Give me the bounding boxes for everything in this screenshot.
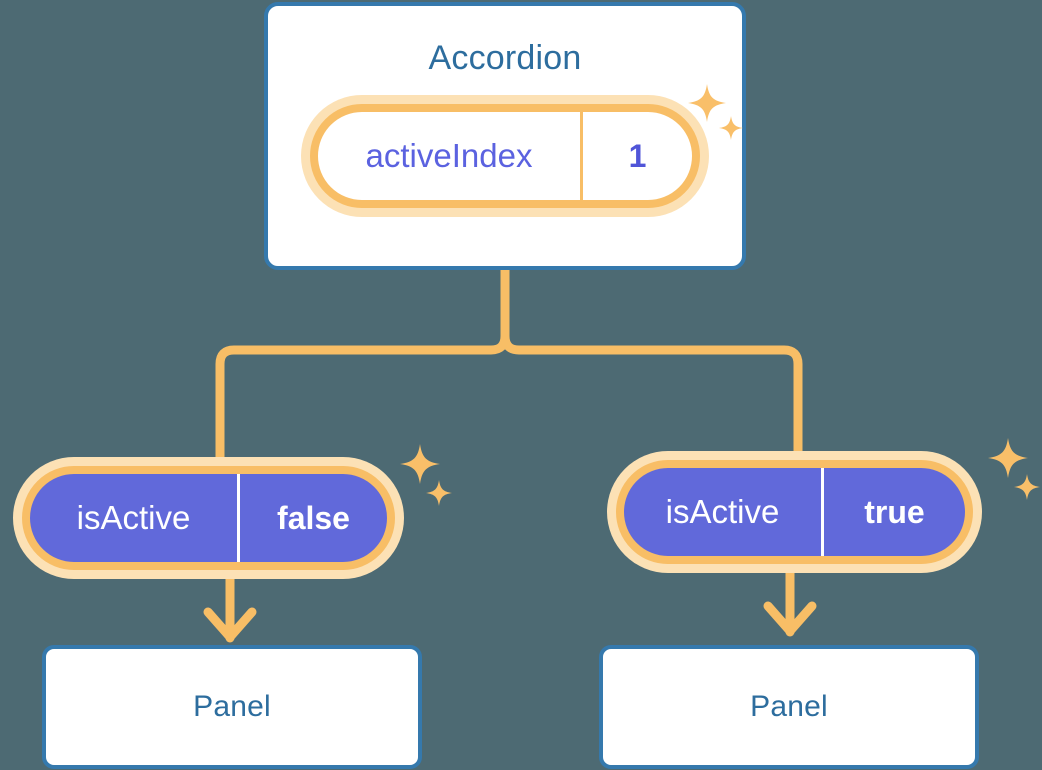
state-pill-value: true [864, 493, 925, 530]
page-title: Accordion [428, 39, 582, 77]
state-pill-key: activeIndex [318, 112, 583, 200]
state-pill-key: isActive [624, 468, 824, 556]
state-pill-isactive-true[interactable]: isActive true [616, 460, 973, 564]
panel-component-card-left[interactable]: Panel [42, 645, 422, 769]
state-pill-value: 1 [628, 137, 647, 174]
panel-component-card-right[interactable]: Panel [599, 645, 979, 769]
branch-connector-icon [500, 263, 803, 460]
arrow-down-icon-left-head [203, 607, 257, 642]
sparkle-group-right [988, 438, 1042, 502]
panel-title: Panel [193, 690, 271, 723]
sparkle-four-point-large-icon [400, 444, 440, 484]
state-pill-activeindex[interactable]: activeIndex 1 [310, 104, 700, 208]
state-pill-key: isActive [30, 474, 240, 562]
branch-connector-icon-left [215, 331, 510, 467]
state-pill-isactive-false[interactable]: isActive false [22, 466, 395, 570]
state-pill-value: false [277, 499, 350, 536]
panel-title: Panel [750, 690, 828, 723]
sparkle-four-point-small-icon [1014, 474, 1040, 500]
sparkle-four-point-large-icon [988, 438, 1028, 478]
arrow-down-icon-right-head [763, 601, 817, 636]
sparkle-four-point-small-icon [426, 480, 452, 506]
sparkle-group-left [400, 444, 460, 508]
